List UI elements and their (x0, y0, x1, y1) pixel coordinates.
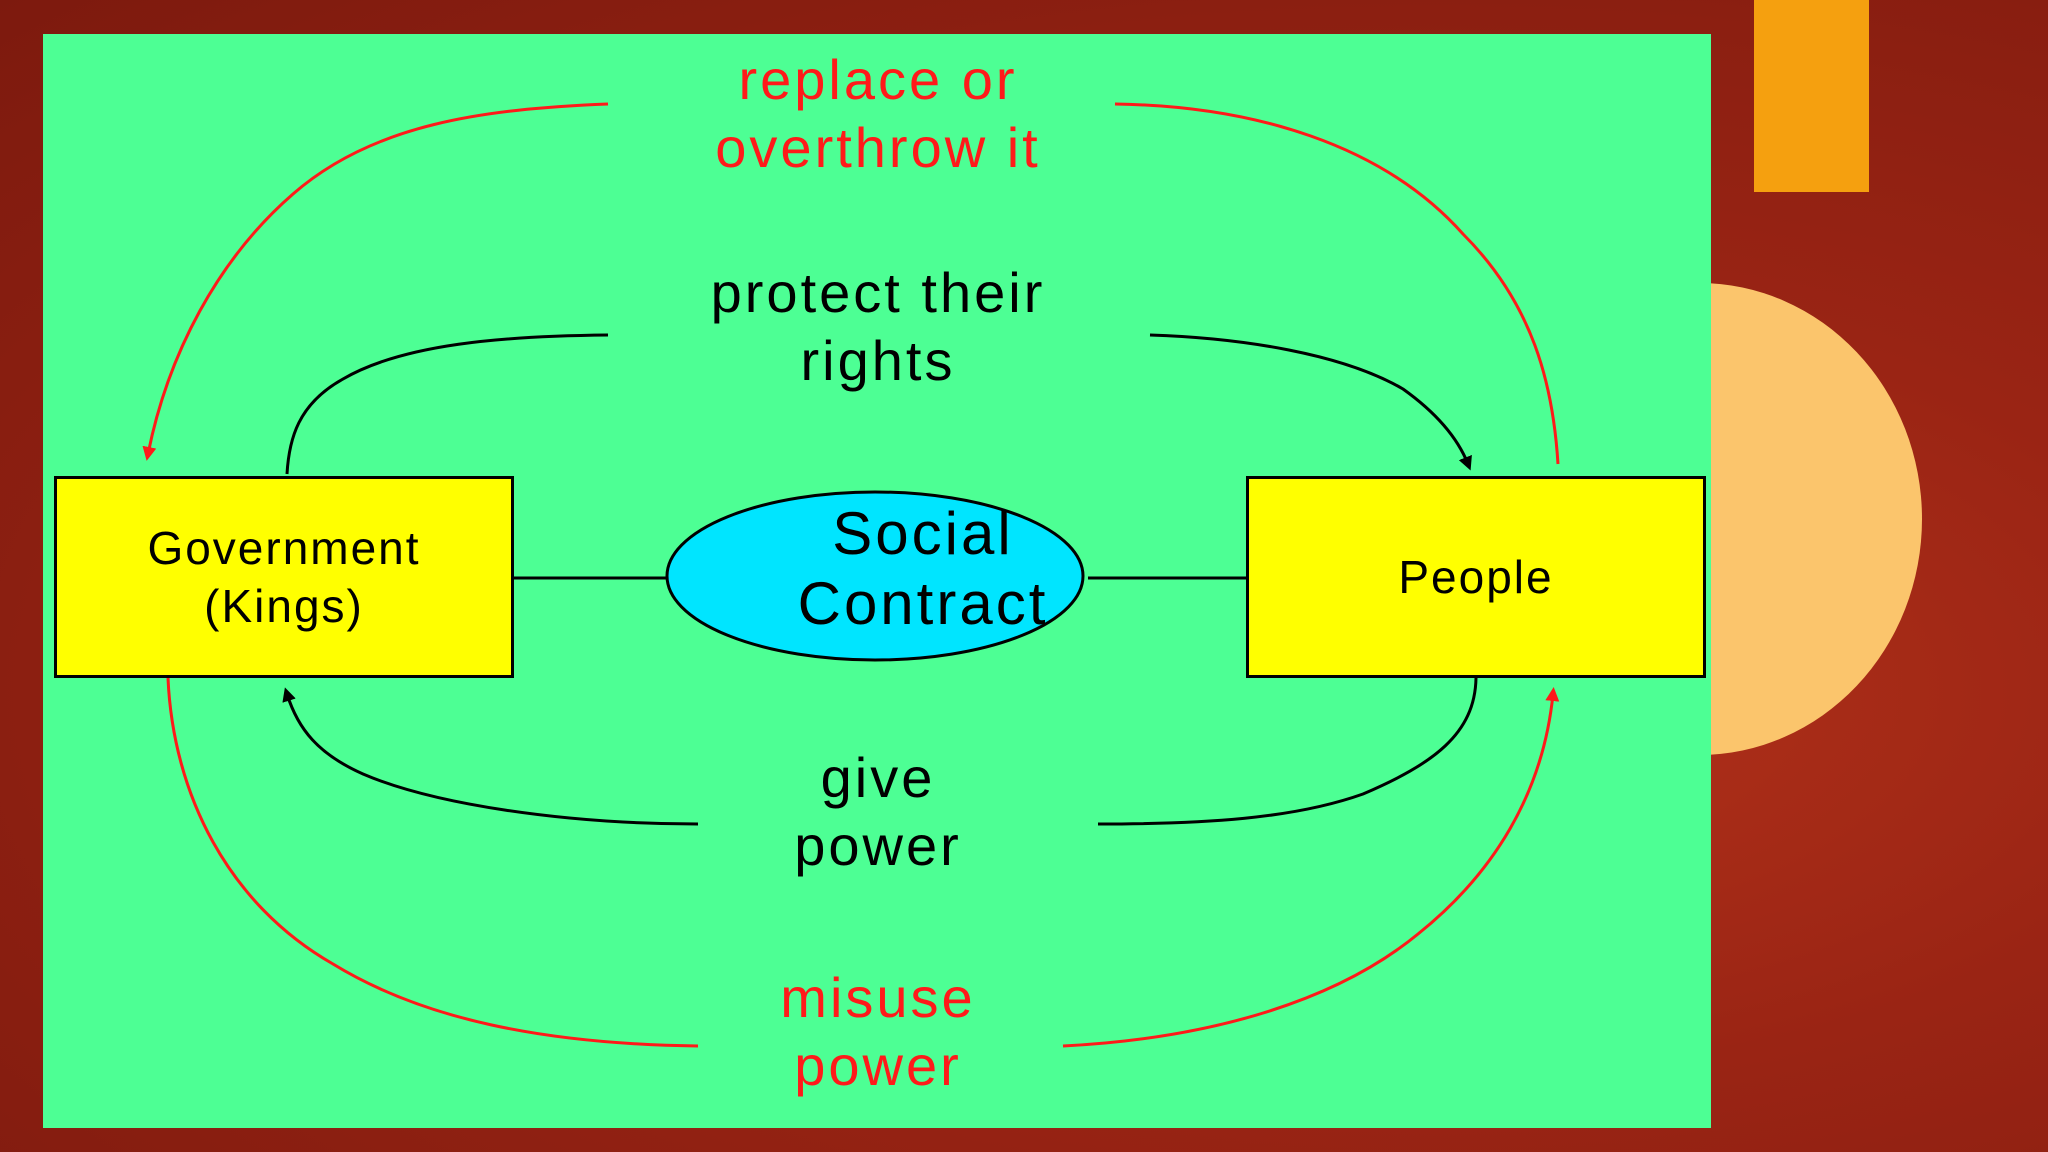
diagram-panel: Government (Kings) People Social Contrac… (43, 34, 1711, 1128)
arrow-give-left (282, 687, 699, 826)
people-node: People (1246, 476, 1706, 678)
social-contract-label: Social Contract (797, 500, 1049, 637)
government-node: Government (Kings) (54, 476, 514, 678)
edge-label-replace: replace or overthrow it (715, 48, 1041, 179)
arrow-protect-right (1149, 333, 1472, 471)
arrow-replace-left (142, 102, 609, 461)
edge-label-protect: protect their rights (710, 261, 1046, 392)
arrow-misuse-left (166, 677, 699, 1048)
arrow-protect-left (285, 333, 609, 475)
diagram-connectors (142, 102, 1560, 1048)
arrow-misuse-right (1062, 687, 1560, 1048)
social-contract-ellipse (665, 490, 1085, 662)
edge-label-give: give power (794, 746, 962, 877)
edge-label-misuse: misuse power (780, 966, 976, 1097)
arrow-replace-right (1114, 102, 1560, 465)
orange-accent-bar (1754, 0, 1869, 192)
government-label: Government (Kings) (147, 522, 421, 632)
people-label: People (1398, 551, 1554, 603)
arrow-give-right (1097, 677, 1478, 826)
